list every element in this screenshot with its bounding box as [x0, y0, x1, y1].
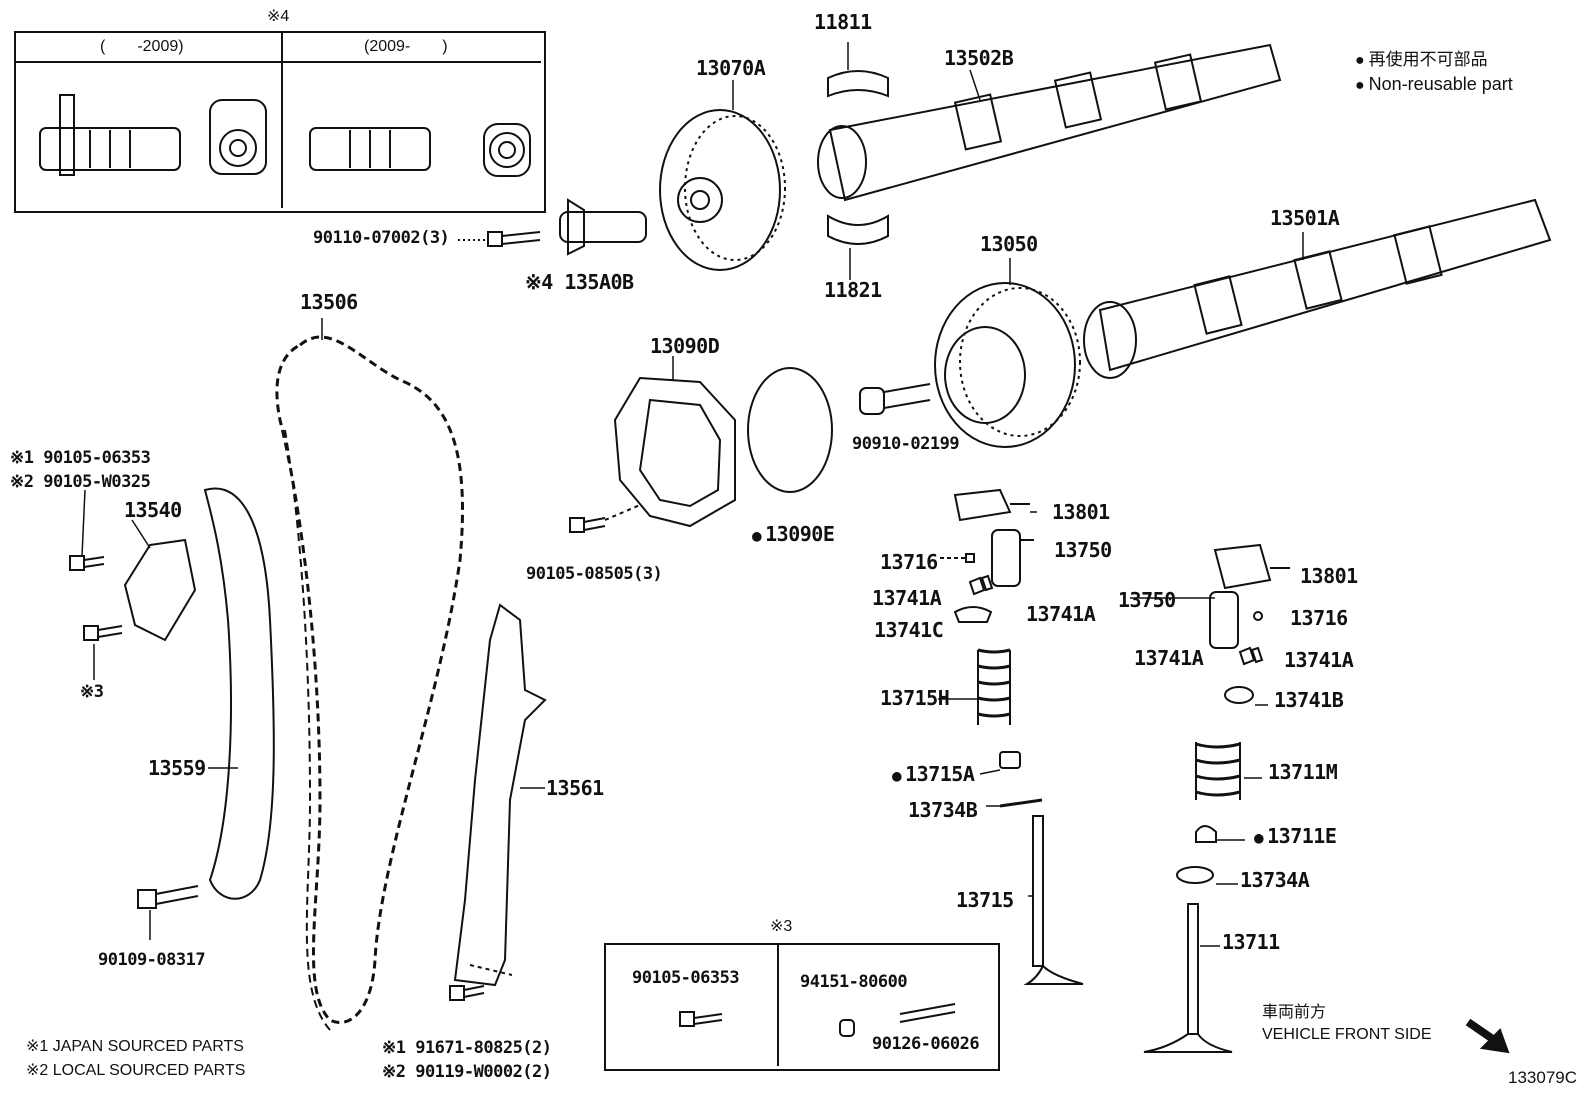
part-90110-07002[interactable]: 90110-07002(3): [313, 228, 450, 248]
part-13750-left[interactable]: 13750: [1054, 538, 1112, 562]
valvetrain-right: [1143, 543, 1290, 1053]
inset4-drawings: [14, 32, 541, 208]
part-90109-08317[interactable]: 90109-08317: [98, 950, 206, 970]
part-13734A[interactable]: 13734A: [1240, 868, 1310, 892]
part-13506[interactable]: 13506: [300, 290, 358, 314]
part-90119-W0002[interactable]: ※2 90119-W0002(2): [382, 1062, 552, 1082]
inset4-box: [14, 31, 546, 213]
part-90105-W0325[interactable]: ※2 90105-W0325: [10, 472, 151, 492]
valvetrain-left: [940, 488, 1084, 985]
part-13715[interactable]: 13715: [956, 888, 1014, 912]
diagram-id: 133079C: [1508, 1068, 1578, 1087]
part-90105-06353[interactable]: ※1 90105-06353: [10, 448, 151, 468]
bolt-90109: [137, 885, 199, 909]
legend-nonreusable-jp: 再使用不可部品: [1355, 50, 1488, 70]
part-90105-08505[interactable]: 90105-08505(3): [526, 564, 663, 584]
part-135A0B[interactable]: ※4 135A0B: [525, 270, 634, 294]
part-13715H[interactable]: 13715H: [880, 686, 950, 710]
vehicle-front-en: VEHICLE FRONT SIDE: [1262, 1026, 1432, 1043]
bearing-lower: [827, 214, 889, 245]
inset3-drawings: [679, 944, 956, 1066]
part-13501A[interactable]: 13501A: [1270, 206, 1340, 230]
gasket-13090E: [747, 367, 833, 493]
part-13741A-right-1[interactable]: 13741A: [1134, 646, 1204, 670]
chain-cover: [613, 376, 736, 528]
timing-chain: [275, 335, 464, 1031]
part-13801-left[interactable]: 13801: [1052, 500, 1110, 524]
part-13050[interactable]: 13050: [980, 232, 1038, 256]
part-13741A-left-2[interactable]: 13741A: [1026, 602, 1096, 626]
part-11811[interactable]: 11811: [814, 10, 872, 34]
part-13741B[interactable]: 13741B: [1274, 688, 1344, 712]
vehicle-front-jp: 車両前方: [1262, 1004, 1327, 1021]
part-13741A-right-2[interactable]: 13741A: [1284, 648, 1354, 672]
part-13716-left[interactable]: 13716: [880, 550, 938, 574]
tensioner: [69, 538, 197, 642]
part-13090D[interactable]: 13090D: [650, 334, 720, 358]
part-note3[interactable]: ※3: [80, 682, 104, 702]
part-13711[interactable]: 13711: [1222, 930, 1280, 954]
bolt-90105-08505: [569, 504, 641, 533]
part-13711E[interactable]: 13711E: [1254, 826, 1337, 846]
bolt-90910: [859, 383, 931, 415]
part-11821[interactable]: 11821: [824, 278, 882, 302]
note-japan-sourced: ※1 JAPAN SOURCED PARTS: [26, 1038, 244, 1055]
bolt-91671: [449, 964, 513, 1001]
part-13715A[interactable]: 13715A: [892, 764, 975, 784]
vehicle-front-arrow: [1465, 1018, 1510, 1054]
vvt-gear-intake: [934, 282, 1081, 448]
part-13559[interactable]: 13559: [148, 756, 206, 780]
part-91671-80825[interactable]: ※1 91671-80825(2): [382, 1038, 552, 1058]
ocv-and-bolt: [458, 198, 647, 256]
part-13070A[interactable]: 13070A: [696, 56, 766, 80]
inset3-part-right-bottom: 90126-06026: [872, 1034, 980, 1054]
inset3-mark: ※3: [770, 918, 793, 935]
inset3-part-left: 90105-06353: [632, 968, 740, 988]
part-13711M[interactable]: 13711M: [1268, 760, 1338, 784]
inset3-box: [604, 943, 1000, 1071]
camshaft-lower: [1083, 198, 1552, 379]
vvt-gear-exhaust: [659, 109, 786, 271]
part-13090E[interactable]: 13090E: [752, 524, 835, 544]
part-13750-right[interactable]: 13750: [1118, 588, 1176, 612]
note-local-sourced: ※2 LOCAL SOURCED PARTS: [26, 1062, 246, 1079]
part-13716-right[interactable]: 13716: [1290, 606, 1348, 630]
camshaft-upper: [817, 43, 1282, 202]
inset4-left-header: ( -2009): [100, 38, 184, 55]
part-13734B[interactable]: 13734B: [908, 798, 978, 822]
bearing-upper: [827, 70, 889, 98]
part-13540[interactable]: 13540: [124, 498, 182, 522]
part-90910-02199[interactable]: 90910-02199: [852, 434, 960, 454]
part-13561[interactable]: 13561: [546, 776, 604, 800]
part-13741A-left-1[interactable]: 13741A: [872, 586, 942, 610]
inset4-mark: ※4: [267, 8, 290, 25]
leader-lines: [81, 42, 1304, 947]
inset3-part-right-top: 94151-80600: [800, 972, 908, 992]
inset4-right-header: (2009- ): [364, 38, 448, 55]
legend-nonreusable-en: Non-reusable part: [1355, 74, 1513, 95]
chain-guide-13559: [203, 487, 275, 900]
part-13741C[interactable]: 13741C: [874, 618, 944, 642]
chain-slipper-13561: [453, 603, 547, 987]
part-13801-right[interactable]: 13801: [1300, 564, 1358, 588]
part-13502B[interactable]: 13502B: [944, 46, 1014, 70]
